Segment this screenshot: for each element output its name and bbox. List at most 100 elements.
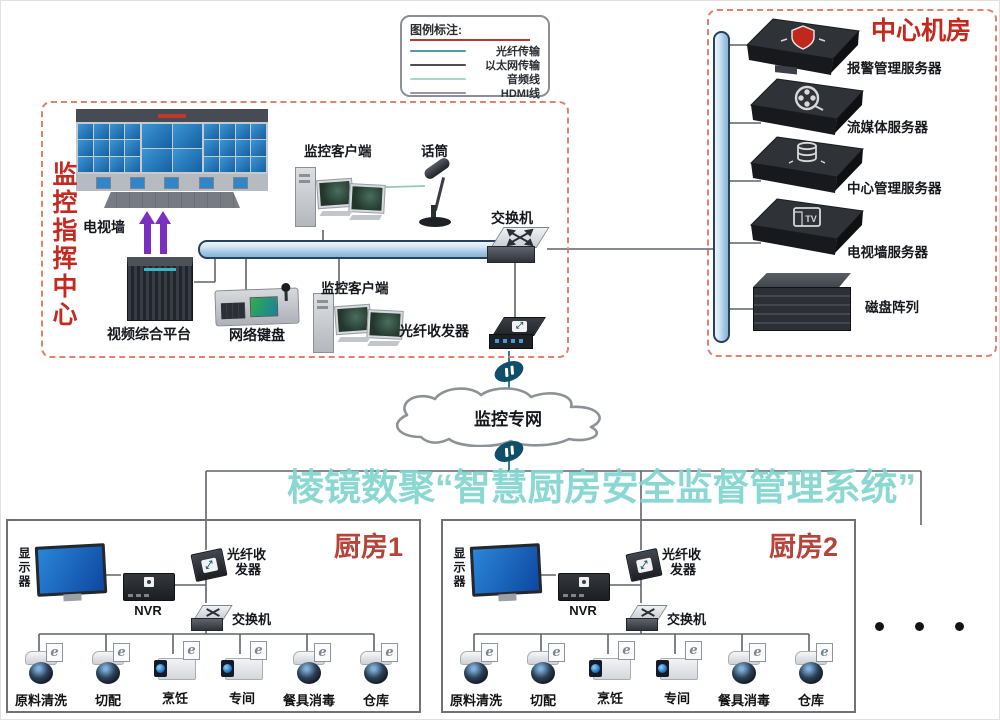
- network-cloud: 监控专网: [383, 385, 633, 448]
- ip-camera-e-logo-icon: e: [183, 641, 200, 660]
- camera-label: 烹饪: [596, 691, 623, 706]
- audio-line-sample: [410, 77, 466, 81]
- diagonal-arrows-icon: ⤢: [511, 321, 527, 332]
- monitoring-client-workstation: [313, 291, 405, 357]
- ellipsis-dot: [915, 622, 924, 631]
- tv-wall-right-grid: [204, 124, 266, 172]
- console-desk: [104, 192, 240, 208]
- display-label: 显示器: [17, 547, 31, 589]
- network-keyboard-device: [214, 282, 300, 327]
- ip-camera-e-logo-icon: e: [481, 643, 498, 662]
- media-server-device: [749, 75, 869, 146]
- camera-label: 餐具消毒: [282, 693, 335, 708]
- tv-wall-main-screen: [142, 124, 202, 172]
- server-label: 磁盘阵列: [865, 300, 919, 315]
- nvr-label: NVR: [134, 603, 162, 618]
- tv-wall-banner: [76, 109, 268, 122]
- database-icon: [788, 141, 826, 164]
- monitoring-client-workstation: [295, 165, 387, 231]
- legend-box: 图例标注: 光纤传输 以太网传输 音频线 HDMI线: [400, 15, 550, 100]
- ip-camera-e-logo-icon: e: [749, 643, 766, 662]
- camera-special-room: e 专间: [645, 641, 709, 707]
- bullet-camera-icon: e: [221, 641, 267, 685]
- microphone-icon: [409, 155, 465, 231]
- fiber-transceiver-device: ⤢: [489, 317, 546, 351]
- camera-disinfection: e 餐具消毒: [277, 643, 341, 709]
- ellipsis-dot: [955, 622, 964, 631]
- kitchen-title: 厨房1: [333, 532, 403, 562]
- display-monitor-icon: [469, 543, 543, 597]
- nvr-device: [558, 573, 610, 601]
- camera-special-room: e 专间: [210, 641, 274, 707]
- machine-room-bus-bar: [713, 31, 730, 343]
- video-platform-device: [127, 257, 193, 321]
- central-management-server-device: [749, 133, 869, 204]
- ip-camera-e-logo-icon: e: [816, 643, 833, 662]
- kitchen-2-box: 厨房2 显示器 NVR ⤢ 光纤收发器 交换机 e 原料清洗 e 切配 e 烹饪…: [441, 519, 856, 713]
- legend-underline: [410, 39, 530, 41]
- display-label: 显示器: [452, 547, 466, 589]
- legend-title: 图例标注:: [410, 23, 462, 37]
- ip-camera-e-logo-icon: e: [548, 643, 565, 662]
- dome-camera-icon: e: [358, 643, 398, 687]
- operator-desks: [76, 174, 268, 191]
- dome-camera-icon: e: [458, 643, 498, 687]
- fiber-transceiver-label: 光纤收发器: [399, 323, 469, 339]
- camera-warehouse: e 仓库: [779, 643, 843, 709]
- cloud-label: 监控专网: [474, 410, 542, 429]
- switch-label: 交换机: [232, 612, 272, 627]
- ip-camera-e-logo-icon: e: [314, 643, 331, 662]
- client2-label: 监控客户端: [321, 281, 389, 296]
- switch-device: [626, 605, 668, 631]
- machine-room-box: [707, 9, 997, 357]
- command-center-bus-bar: [198, 240, 525, 259]
- camera-cutting: e 切配: [76, 643, 140, 709]
- film-reel-icon: [794, 85, 824, 111]
- tv-wall-server-device: TV: [749, 195, 869, 266]
- fiber-transceiver-device: ⤢: [625, 547, 663, 583]
- bullet-camera-icon: e: [656, 641, 702, 685]
- tv-wall-left-grid: [78, 124, 140, 172]
- ip-camera-e-logo-icon: e: [46, 643, 63, 662]
- alarm-server-device: [745, 15, 865, 86]
- legend-item-label: HDMI线: [500, 88, 540, 100]
- ip-camera-e-logo-icon: e: [250, 641, 267, 660]
- kitchen-1-box: 厨房1 显示器 NVR ⤢ 光纤收发器 交换机 e 原料清洗 e 切配 e 烹饪…: [6, 519, 421, 713]
- camera-label: 切配: [94, 693, 121, 708]
- server-label: 电视墙服务器: [847, 245, 928, 260]
- machine-room-title: 中心机房: [871, 17, 972, 45]
- camera-label: 餐具消毒: [717, 693, 770, 708]
- legend-item-label: 以太网传输: [485, 60, 540, 72]
- fiber-transceiver-label: 光纤收发器: [662, 547, 702, 577]
- bullet-camera-icon: e: [154, 641, 200, 685]
- camera-label: 专间: [228, 691, 255, 706]
- camera-disinfection: e 餐具消毒: [712, 643, 776, 709]
- bullet-camera-icon: e: [589, 641, 635, 685]
- ip-camera-e-logo-icon: e: [381, 643, 398, 662]
- fiber-transceiver-device: ⤢: [190, 547, 228, 583]
- nvr-device: [123, 573, 175, 601]
- diagonal-arrows-icon: ⤢: [200, 557, 218, 573]
- ip-camera-e-logo-icon: e: [618, 641, 635, 660]
- ellipsis-dot: [875, 622, 884, 631]
- camera-label: 原料清洗: [449, 693, 502, 708]
- camera-washing: e 原料清洗: [444, 643, 508, 709]
- server-label: 流媒体服务器: [847, 120, 928, 135]
- hdmi-line-sample: [410, 91, 466, 95]
- legend-item-label: 光纤传输: [496, 46, 540, 58]
- nvr-label: NVR: [569, 603, 597, 618]
- dome-camera-icon: e: [793, 643, 833, 687]
- camera-warehouse: e 仓库: [344, 643, 408, 709]
- dome-camera-icon: e: [23, 643, 63, 687]
- legend-item-label: 音频线: [507, 74, 540, 86]
- switch-device: [191, 605, 233, 631]
- camera-label: 仓库: [362, 693, 389, 708]
- tv-wall-label: 电视墙: [83, 219, 125, 235]
- dome-camera-icon: e: [726, 643, 766, 687]
- tv-icon: TV: [793, 207, 821, 227]
- camera-label: 原料清洗: [14, 693, 67, 708]
- svg-text:TV: TV: [805, 214, 817, 224]
- video-platform-label: 视频综合平台: [107, 326, 191, 342]
- dome-camera-icon: e: [525, 643, 565, 687]
